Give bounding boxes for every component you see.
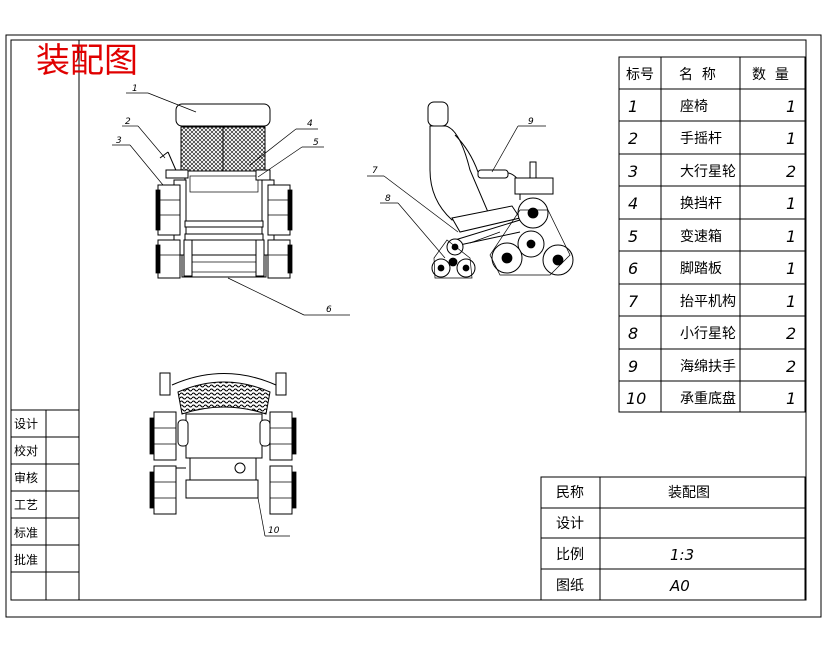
- part-row-no: 10: [626, 389, 646, 408]
- part-row-qty: 1: [786, 227, 796, 246]
- part-row-name: 座椅: [680, 99, 708, 115]
- callouts: 1 2 3 4 5 6 7 8 9 10: [112, 84, 546, 537]
- seat-body: [184, 170, 264, 222]
- part-row-qty: 1: [786, 389, 796, 408]
- part-row-qty: 1: [786, 292, 796, 311]
- callout-4: 4: [307, 119, 313, 129]
- part-row-name: 承重底盘: [680, 390, 736, 407]
- sign-label-process: 工艺: [14, 498, 38, 512]
- top-chassis: [185, 479, 259, 499]
- drawing-title: 装配图: [36, 41, 138, 81]
- outer-border: [5, 34, 822, 618]
- callout-6: 6: [326, 305, 332, 315]
- part-row-name: 抬平机构: [680, 294, 736, 310]
- sign-label-check: 校对: [14, 443, 38, 458]
- part-row-no: 7: [628, 292, 639, 311]
- title-block: 民称 装配图 设计 比例 1:3 图纸 A0: [540, 476, 806, 601]
- part-row-qty: 1: [786, 259, 796, 278]
- part-row-name: 海绵扶手: [680, 358, 736, 375]
- callout-2: 2: [125, 117, 131, 127]
- callout-1: 1: [132, 84, 138, 94]
- callout-5: 5: [313, 138, 319, 148]
- table-header-name: 名 称: [679, 67, 716, 83]
- part-row-no: 9: [628, 357, 638, 376]
- table-header-no: 标号: [626, 67, 654, 83]
- title-paper-value: A0: [669, 577, 690, 595]
- part-row-qty: 1: [786, 129, 796, 148]
- sign-label-approve: 批准: [14, 552, 38, 567]
- part-row-name: 小行星轮: [680, 326, 736, 342]
- part-row-name: 换挡杆: [680, 195, 722, 212]
- part-row-qty: 1: [786, 97, 796, 116]
- part-row-no: 4: [628, 194, 638, 213]
- title-design-label: 设计: [556, 516, 584, 532]
- title-scale-label: 比例: [556, 547, 584, 563]
- part-row-no: 1: [628, 97, 638, 116]
- footplate: [181, 254, 267, 278]
- title-paper-label: 图纸: [556, 578, 584, 594]
- part-row-name: 手摇杆: [680, 131, 722, 147]
- callout-9: 9: [528, 117, 534, 127]
- part-row-no: 6: [628, 259, 638, 278]
- sign-label-review: 审核: [14, 470, 38, 485]
- sign-label-standard: 标准: [14, 526, 38, 540]
- table-header-qty: 数 量: [752, 67, 789, 83]
- part-row-no: 3: [628, 162, 638, 181]
- title-name-label: 民称: [556, 485, 584, 501]
- part-row-no: 2: [628, 129, 638, 148]
- part-row-no: 8: [628, 324, 638, 343]
- callout-7: 7: [372, 166, 378, 176]
- part-row-no: 5: [628, 227, 638, 246]
- part-row-qty: 2: [786, 357, 796, 376]
- part-row-name: 变速箱: [680, 229, 722, 245]
- side-view: [427, 101, 574, 279]
- callout-8: 8: [385, 194, 391, 204]
- headrest: [175, 103, 271, 127]
- parts-table: 标号 名 称 数 量 1 座椅 1 2 手摇杆 1 3 大行星轮 2 4 换挡杆…: [618, 56, 806, 413]
- inner-border: [10, 39, 807, 601]
- part-row-qty: 2: [786, 162, 796, 181]
- side-headrest: [427, 101, 449, 127]
- title-scale-value: 1:3: [670, 546, 694, 564]
- callout-10: 10: [268, 526, 280, 536]
- front-view: [155, 103, 293, 279]
- part-row-qty: 2: [786, 324, 796, 343]
- sign-block: 设计 校对 审核 工艺 标准 批准: [11, 409, 79, 600]
- side-armrest: [477, 169, 509, 179]
- top-back-cushion: [177, 381, 271, 415]
- top-view: [149, 372, 297, 515]
- part-row-qty: 1: [786, 194, 796, 213]
- title-name-value: 装配图: [668, 485, 710, 501]
- sign-label-design: 设计: [14, 417, 38, 431]
- callout-3: 3: [116, 136, 122, 146]
- part-row-name: 大行星轮: [680, 164, 736, 180]
- part-row-name: 脚踏板: [680, 261, 722, 277]
